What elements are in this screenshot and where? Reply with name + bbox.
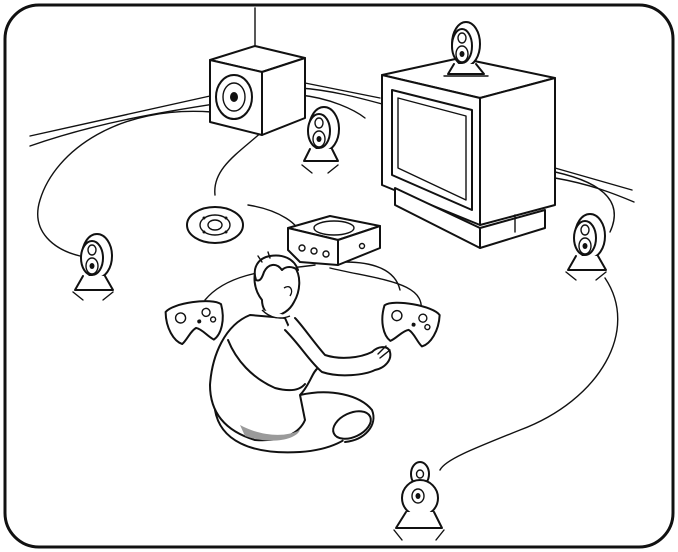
gamepad-icon — [378, 299, 441, 348]
console-icon — [288, 216, 380, 265]
tv-icon — [382, 58, 555, 248]
speaker-icon — [302, 107, 339, 173]
person-icon — [210, 252, 390, 452]
subwoofer-icon — [210, 46, 305, 135]
disc-icon — [187, 207, 243, 243]
speaker-icon — [394, 462, 444, 540]
gamepad-icon — [164, 298, 226, 346]
speaker-icon — [73, 234, 113, 300]
speaker-icon — [566, 214, 606, 280]
